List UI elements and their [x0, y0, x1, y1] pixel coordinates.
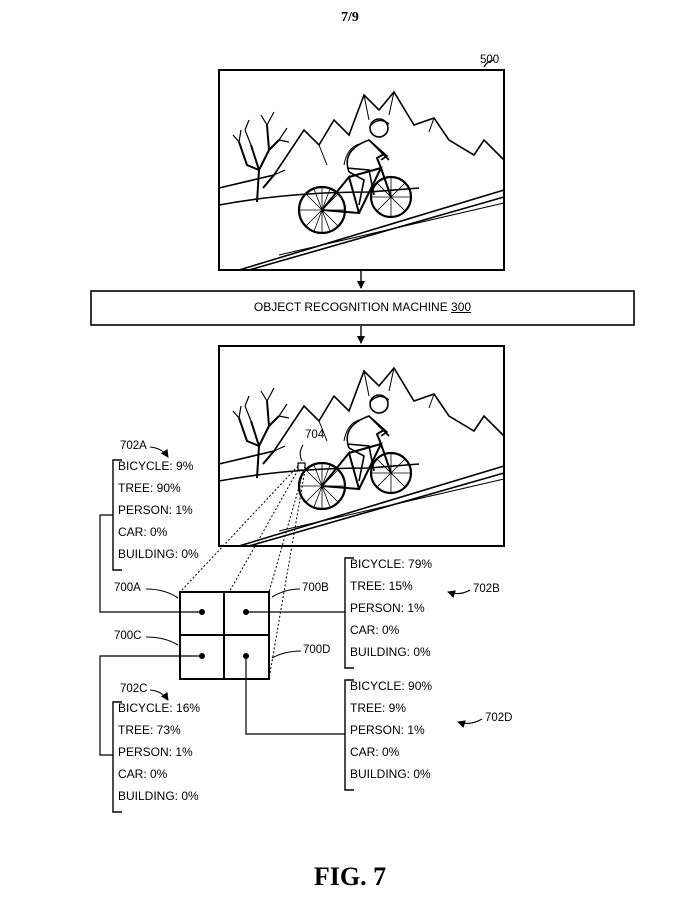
machine-box: [90, 290, 635, 326]
ref-702d: 702D: [485, 712, 513, 724]
bracket-a: [112, 459, 122, 571]
ref-700c: 700C: [114, 630, 142, 642]
bracket-b: [344, 557, 354, 669]
bracket-d: [344, 679, 354, 791]
ref-704: 704: [305, 429, 325, 441]
machine-ref: 300: [451, 300, 472, 314]
ref-702a-leader: [149, 446, 169, 458]
ref-700a: 700A: [114, 582, 141, 594]
ref-704-leader: [299, 444, 304, 462]
score-item: BICYCLE: 9%: [118, 459, 194, 473]
ref-700b-leader: [271, 588, 301, 598]
score-item: BUILDING: 0%: [350, 645, 431, 659]
score-item: BUILDING: 0%: [118, 547, 199, 561]
score-item: CAR: 0%: [118, 767, 168, 781]
bracket-c: [112, 701, 122, 813]
ref-700d-leader: [271, 650, 302, 659]
ref-500: 500: [480, 54, 500, 66]
machine-label: OBJECT RECOGNITION MACHINE 300: [253, 300, 472, 314]
ref-702d-leader: [457, 718, 483, 729]
score-item: TREE: 90%: [118, 481, 181, 495]
score-list-a: BICYCLE: 9% TREE: 90% PERSON: 1% CAR: 0%…: [118, 455, 199, 565]
ref-702b-leader: [447, 589, 471, 599]
ref-702b: 702B: [473, 583, 500, 595]
ref-702c-leader: [149, 689, 169, 701]
score-list-d: BICYCLE: 90% TREE: 9% PERSON: 1% CAR: 0%…: [350, 675, 432, 785]
score-item: BICYCLE: 16%: [118, 701, 201, 715]
score-item: CAR: 0%: [350, 623, 400, 637]
ref-700d: 700D: [303, 644, 331, 656]
score-list-c: BICYCLE: 16% TREE: 73% PERSON: 1% CAR: 0…: [118, 697, 200, 807]
ref-702a: 702A: [120, 440, 147, 452]
score-item: BUILDING: 0%: [118, 789, 199, 803]
score-item: BICYCLE: 90%: [350, 679, 433, 693]
connector-c: [99, 655, 202, 756]
ref-700c-leader: [145, 636, 179, 646]
connector-a: [99, 514, 202, 613]
score-item: PERSON: 1%: [118, 503, 193, 517]
sheet-number: 7/9: [341, 10, 359, 25]
score-item: TREE: 15%: [350, 579, 413, 593]
score-item: BUILDING: 0%: [350, 767, 431, 781]
score-list-b: BICYCLE: 79% TREE: 15% PERSON: 1% CAR: 0…: [350, 553, 432, 663]
score-item: TREE: 9%: [350, 701, 407, 715]
figure-label: FIG. 7: [313, 862, 387, 891]
score-item: PERSON: 1%: [350, 601, 425, 615]
ref-500-leader: [483, 59, 495, 68]
score-item: CAR: 0%: [350, 745, 400, 759]
score-item: PERSON: 1%: [350, 723, 425, 737]
ref-700a-leader: [145, 588, 179, 599]
connector-d: [245, 656, 345, 735]
score-item: BICYCLE: 79%: [350, 557, 433, 571]
score-item: TREE: 73%: [118, 723, 181, 737]
ref-702c: 702C: [120, 683, 148, 695]
score-item: PERSON: 1%: [118, 745, 193, 759]
ref-700b: 700B: [302, 582, 329, 594]
score-item: CAR: 0%: [118, 525, 168, 539]
